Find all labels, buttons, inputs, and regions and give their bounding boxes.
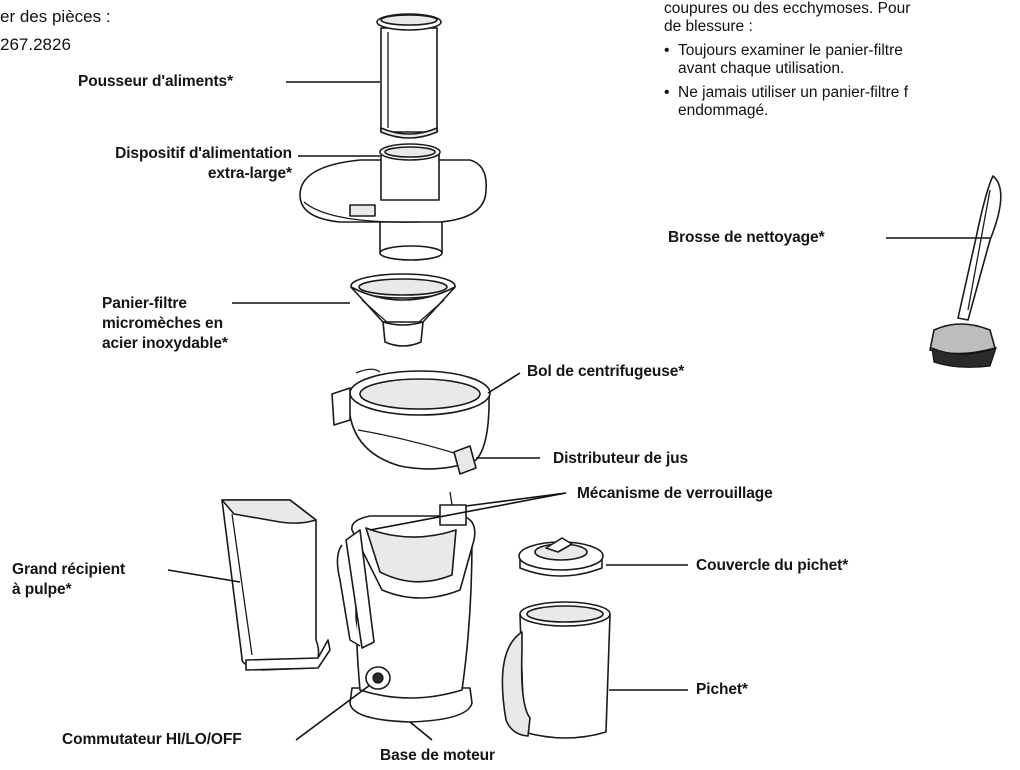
label-feed-chute-line-1: Dispositif d'alimentation [115, 145, 292, 162]
label-filter-line-1: Panier-filtre [102, 295, 187, 312]
label-pitcher-lid: Couvercle du pichet* [696, 557, 849, 574]
warning-bullet-2-line-1: Ne jamais utiliser un panier-filtre f [678, 84, 909, 101]
food-pusher-illustration [376, 13, 442, 139]
motor-base-illustration [336, 491, 476, 723]
label-pulp-container: Grand récipient à pulpe* [12, 560, 125, 600]
label-locking-mechanism: Mécanisme de verrouillage [577, 485, 773, 502]
label-motor-base: Base de moteur [380, 747, 495, 764]
label-juicer-bowl: Bol de centrifugeuse* [527, 363, 685, 380]
pitcher-lid-illustration [518, 537, 604, 577]
label-power-switch: Commutateur HI/LO/OFF [62, 731, 242, 748]
pitcher-illustration [501, 601, 611, 739]
phone-line-1: er des pièces : [0, 7, 111, 26]
warning-bullet-1-line-1: Toujours examiner le panier-filtre [678, 42, 903, 59]
phone-line-2: 267.2826 [0, 35, 71, 54]
warning-line-2: de blessure : [664, 18, 753, 35]
label-juice-spout: Distributeur de jus [553, 450, 689, 467]
juicer-bowl-illustration [331, 368, 491, 475]
warning-bullet-1-line-2: avant chaque utilisation. [678, 60, 845, 77]
leader-lines [167, 81, 990, 741]
label-pitcher: Pichet* [696, 681, 748, 698]
warning-bullet-1: Toujours examiner le panier-filtre avant… [664, 42, 1020, 78]
label-cleaning-brush: Brosse de nettoyage* [668, 229, 825, 246]
label-filter-basket: Panier-filtre micromèches en acier inoxy… [102, 294, 228, 354]
label-pulp-line-2: à pulpe* [12, 581, 72, 598]
label-filter-line-3: acier inoxydable* [102, 335, 228, 352]
cleaning-brush-illustration [929, 175, 1002, 368]
label-feed-chute: Dispositif d'alimentation extra-large* [115, 144, 292, 184]
warning-bullet-2-line-2: endommagé. [678, 102, 769, 119]
label-feed-chute-line-2: extra-large* [207, 165, 292, 182]
feed-chute-illustration [299, 143, 487, 261]
pulp-container-illustration [221, 499, 331, 671]
label-pulp-line-1: Grand récipient [12, 561, 126, 578]
filter-basket-illustration [350, 273, 456, 347]
warning-bullet-2: Ne jamais utiliser un panier-filtre f en… [664, 84, 1020, 120]
label-food-pusher: Pousseur d'aliments* [78, 73, 234, 90]
warning-text: coupures ou des ecchymoses. Pour de bles… [664, 0, 1020, 120]
warning-line-1: coupures ou des ecchymoses. Pour [664, 0, 911, 17]
label-filter-line-2: micromèches en [102, 315, 223, 332]
